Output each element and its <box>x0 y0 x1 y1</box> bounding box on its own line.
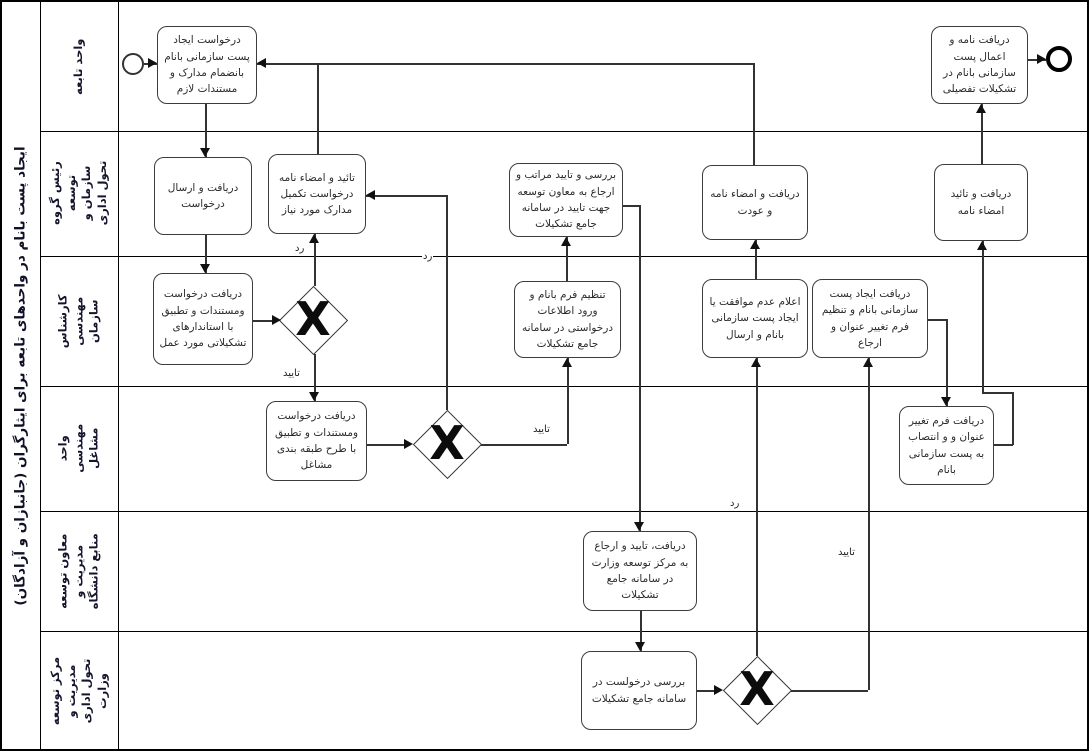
gateway-x-symbol: X <box>429 415 465 470</box>
sequence-flow-line <box>314 234 316 286</box>
sequence-flow-line <box>367 444 404 446</box>
sequence-flow-line <box>205 235 207 273</box>
lane-divider <box>40 131 1087 132</box>
sequence-flow-arrowhead <box>200 148 210 157</box>
flow-label-reject-3: رد <box>729 498 741 509</box>
gateway-x-symbol: X <box>295 291 331 346</box>
sequence-flow-arrowhead <box>751 358 761 367</box>
sequence-flow-line <box>868 358 870 690</box>
sequence-flow-arrowhead <box>309 392 319 401</box>
sequence-flow-arrowhead <box>309 234 319 243</box>
lane-divider <box>40 386 1087 387</box>
flow-label-approve-3: تایید <box>837 547 856 558</box>
sequence-flow-line <box>257 63 753 65</box>
lane-label-2: رئیس گروه توسعه سازمان و تحول اداری <box>47 161 109 226</box>
sequence-flow-arrowhead <box>941 397 951 406</box>
sequence-flow-line <box>791 690 868 692</box>
sequence-flow-line <box>317 63 319 154</box>
sequence-flow-arrowhead <box>404 439 413 449</box>
lane-label-6: مرکز توسعه مدیریت و تحول اداری وزارت <box>47 656 109 726</box>
exclusive-gateway-1: X <box>278 285 349 356</box>
sequence-flow-line <box>982 241 984 393</box>
exclusive-gateway-3: X <box>722 655 793 726</box>
sequence-flow-arrowhead <box>561 237 571 246</box>
flow-label-reject-1: رد <box>294 243 306 254</box>
sequence-flow-line <box>205 104 207 157</box>
sequence-flow-line <box>640 611 642 651</box>
task-receive-creation-title-form: دریافت ایجاد پست سازمانی بانام و تنظیم ف… <box>812 279 928 358</box>
sequence-flow-line <box>946 319 948 406</box>
sequence-flow-line <box>481 444 567 446</box>
task-sign-completion-letter: تائید و امضاء نامه درخواست تکمیل مدارک م… <box>268 154 366 234</box>
sequence-flow-line <box>1012 392 1014 445</box>
sequence-flow-arrowhead <box>200 264 210 273</box>
sequence-flow-line <box>566 237 568 281</box>
exclusive-gateway-2: X <box>412 409 483 480</box>
sequence-flow-line <box>567 358 569 444</box>
task-receive-title-change-appointment: دریافت فرم تغییر عنوان و و انتصاب به پست… <box>899 406 994 485</box>
sequence-flow-line <box>623 205 639 207</box>
diagram-title: ایجاد پست بانام در واحدهای تابعه برای ای… <box>13 145 30 606</box>
sequence-flow-line <box>756 358 758 656</box>
task-review-refer-deputy: بررسی و تایید مراتب و ارجاع به معاون توس… <box>509 163 623 237</box>
sequence-flow-arrowhead <box>634 522 644 531</box>
sequence-flow-arrowhead <box>750 240 760 249</box>
task-receive-send-request: دریافت و ارسال درخواست <box>154 157 252 235</box>
task-announce-result: اعلام عدم موافقت یا ایجاد پست سازمانی با… <box>702 279 808 358</box>
task-fill-named-form: تنظیم فرم بانام و ورود اطلاعات درخواستی … <box>514 281 621 358</box>
sequence-flow-line <box>753 63 755 165</box>
task-check-job-classification: دریافت درخواست ومستندات و تطبیق با طرح ط… <box>266 401 367 481</box>
sequence-flow-line <box>755 240 757 279</box>
sequence-flow-line <box>994 444 1013 446</box>
task-review-request-system: بررسی درخولست در سامانه جامع تشکیلات <box>581 651 697 730</box>
sequence-flow-arrowhead <box>562 358 572 367</box>
sequence-flow-arrowhead <box>863 358 873 367</box>
task-request-create-post: درخواست ایجاد پست سازمانی بانام بانضمام … <box>157 26 257 104</box>
lane-divider <box>40 511 1087 512</box>
lane-divider <box>40 256 1087 257</box>
sequence-flow-arrowhead <box>977 241 987 250</box>
sequence-flow-arrowhead <box>366 190 375 200</box>
sequence-flow-arrowhead <box>976 104 986 113</box>
gateway-x-symbol: X <box>739 661 775 716</box>
flow-label-approve-1: تایید <box>282 368 301 379</box>
sequence-flow-line <box>446 195 448 410</box>
sequence-flow-line <box>366 195 446 197</box>
lane-divider <box>40 631 1087 632</box>
task-receive-confirm-signature: دریافت و تائید امضاء نامه <box>934 164 1028 241</box>
sequence-flow-arrowhead <box>148 58 157 68</box>
sequence-flow-arrowhead <box>635 642 645 651</box>
sequence-flow-line <box>314 354 316 401</box>
task-check-org-standards: دریافت درخواست ومستندات و تطبیق با استان… <box>153 273 253 365</box>
sequence-flow-arrowhead <box>1037 54 1046 64</box>
lane-label-1: واحد تابعه <box>71 38 86 95</box>
sequence-flow-arrowhead <box>257 58 266 68</box>
task-receive-refer-ministry: دریافت، تایید و ارجاع به مرکز توسعه وزار… <box>583 531 697 611</box>
title-column-divider <box>40 2 41 749</box>
sequence-flow-line <box>253 320 272 322</box>
lane-label-column-divider <box>118 2 119 749</box>
sequence-flow-arrowhead <box>714 685 723 695</box>
lane-label-3: کارشناس مهندسی سازمان <box>55 294 101 348</box>
start-event-circle <box>122 53 144 75</box>
sequence-flow-line <box>928 319 946 321</box>
lane-label-5: معاون توسعه مدیریت و منابع دانشگاه <box>55 533 101 609</box>
task-receive-apply-post: دریافت نامه و اعمال پست سازمانی بانام در… <box>931 26 1028 104</box>
task-receive-sign-return: دریافت و امضاء نامه و عودت <box>702 165 808 240</box>
sequence-flow-line <box>697 690 714 692</box>
sequence-flow-line <box>982 392 1013 394</box>
end-event-circle <box>1046 46 1072 72</box>
sequence-flow-line <box>639 205 641 531</box>
sequence-flow-line <box>981 104 983 164</box>
flow-label-reject-2: رد <box>422 251 434 262</box>
lane-label-4: واحد مهندسی مشاغل <box>55 423 101 473</box>
flow-label-approve-2: تایید <box>532 424 551 435</box>
sequence-flow-arrowhead <box>272 315 281 325</box>
